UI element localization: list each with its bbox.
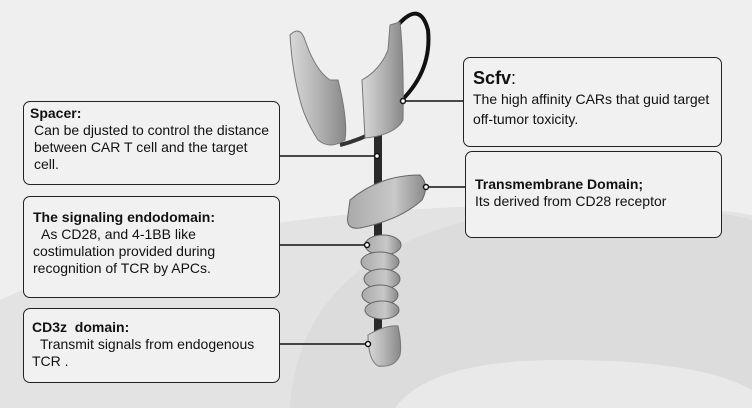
scfv-right-fragment [361, 21, 404, 139]
transmembrane-title: Transmembrane Domain; [475, 176, 644, 192]
scfv-title-colon: : [511, 68, 517, 88]
scfv-label-box: Scfv: The high affinity CARs that guid t… [463, 57, 722, 147]
transmembrane-text: Its derived from CD28 receptor [475, 193, 667, 209]
scfv-text: The high affinity CARs that guid target … [473, 91, 710, 127]
connector-lines [279, 97, 465, 348]
cd3z-domain [367, 325, 402, 367]
cd3z-text: Transmit signals from endogenous TCR . [32, 336, 255, 369]
signaling-title: The signaling endodomain: [33, 209, 215, 225]
scfv-linker [396, 11, 431, 102]
signaling-label-box: The signaling endodomain: As CD28, and 4… [23, 196, 280, 298]
cd3z-title: CD3z domain: [32, 319, 130, 335]
transmembrane-label-box: Transmembrane Domain; Its derived from C… [465, 151, 722, 238]
spacer-text: Can be djusted to control the distance b… [34, 122, 270, 172]
cell-surface [290, 205, 752, 408]
signaling-coils [360, 234, 402, 320]
transmembrane-domain [347, 174, 426, 229]
scfv-title: Scfv [473, 68, 512, 88]
cd3z-label-box: CD3z domain: Transmit signals from endog… [23, 308, 280, 383]
signaling-text: As CD28, and 4-1BB like costimulation pr… [33, 226, 216, 276]
spacer-label-box: Spacer: Can be djusted to control the di… [23, 101, 280, 185]
spacer-title: Spacer: [30, 105, 82, 121]
scfv-left-fragment [289, 30, 347, 146]
